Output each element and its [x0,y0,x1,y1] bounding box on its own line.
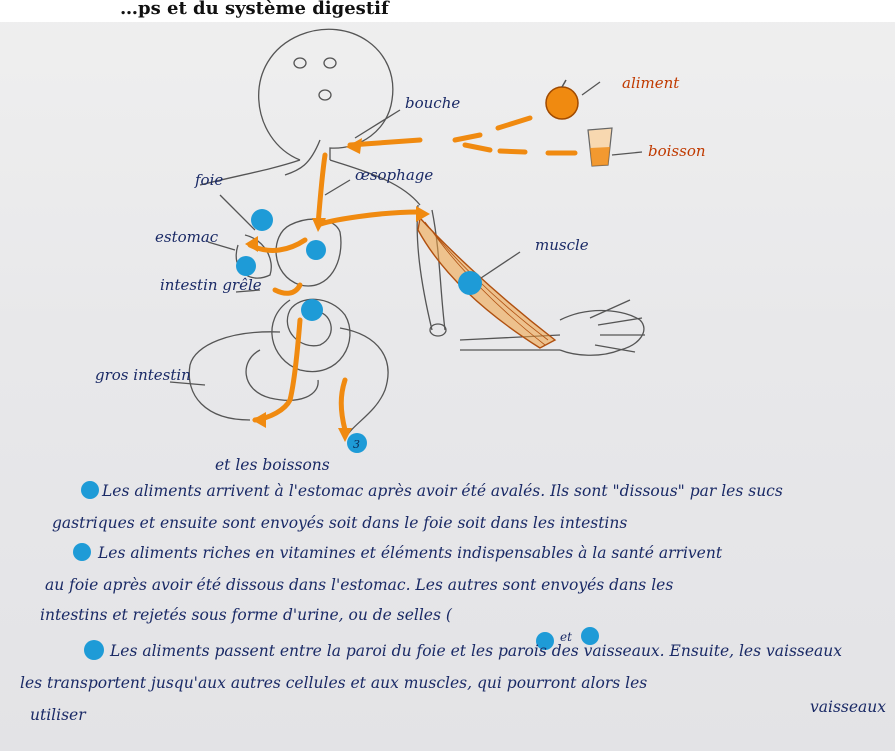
path-to-muscle [318,212,418,225]
label-muscle: muscle [535,236,589,254]
arrowhead-intestine [252,412,266,428]
food-orange-icon [546,87,578,119]
path-large-intestine [255,320,300,420]
label-oesophage: œsophage [355,166,433,184]
oesophage-path [318,155,325,225]
dash-drink-2 [500,151,525,152]
muscle-leader [478,252,520,280]
body-outline [170,29,645,440]
large-intestine-outline [189,328,388,440]
label-estomac: estomac [155,228,219,246]
marker-p1 [81,481,99,499]
label-bouche: bouche [405,94,460,112]
elbow-joint [430,324,446,336]
marker-liver [251,209,273,231]
label-boisson: boisson [648,142,706,160]
text-p2b: au foie après avoir été dissous dans l'e… [45,576,673,594]
text-p0: et les boissons [215,456,330,474]
neck [285,140,320,175]
text-p1a: Les aliments arrivent à l'estomac après … [101,482,783,500]
text-p2c: intestins et rejetés sous forme d'urine,… [40,606,453,624]
marker-liver-2 [236,256,256,276]
arrowhead-muscle [416,206,430,222]
bouche-leader [355,110,400,138]
head-outline [259,29,393,160]
dash-food-2 [455,135,480,140]
boisson-leader [612,152,642,155]
aliment-leader [582,82,600,95]
hand-outline [560,311,644,356]
text-p3a: Les aliments passent entre la paroi du f… [109,642,842,660]
arrowhead-liver [245,236,258,252]
eye-right [324,58,336,68]
foie-leader [220,195,255,230]
path-to-exit [341,380,345,430]
label-foie: foie [194,171,223,189]
dash-drink-3 [465,145,490,150]
marker-stomach [306,240,326,260]
dash-food-1 [498,118,530,128]
arrowhead-mouth [346,138,362,154]
orange-stem-icon [562,80,566,87]
marker-p2 [73,543,91,561]
text-p3d: vaisseaux [810,698,886,716]
glass-liquid-icon [590,147,610,166]
path-to-intestine [275,285,300,293]
label-aliment: aliment [622,74,680,92]
text-p2a: Les aliments riches en vitamines et élém… [97,544,723,562]
label-intestin-grele: intestin grêle [160,276,262,294]
nose [319,90,331,100]
marker-small-intestine [301,299,323,321]
food-pathway [250,118,575,430]
marker-p3 [84,640,104,660]
eye-left [294,58,306,68]
hand-fingers [590,300,645,352]
text-p1b: gastriques et ensuite sont envoyés soit … [52,514,627,532]
oesophage-leader [325,180,350,195]
label-number-badge: 3 [353,438,360,451]
marker-muscle [458,271,482,295]
text-p3b: les transportent jusqu'aux autres cellul… [20,674,647,692]
text-p3c: utiliser [30,706,87,724]
label-gros-intestin: gros intestin [95,366,191,384]
